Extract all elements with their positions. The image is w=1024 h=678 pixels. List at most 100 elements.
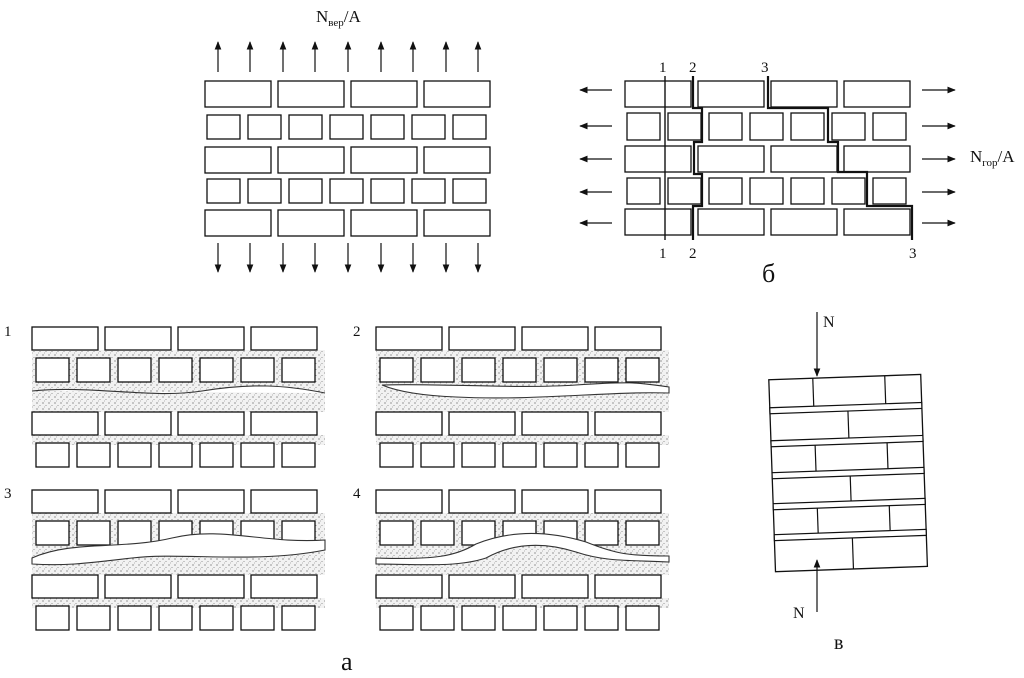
brick: [448, 489, 516, 514]
brick: [31, 489, 99, 514]
brick: [452, 114, 487, 140]
brick: [770, 208, 838, 236]
brick: [420, 520, 455, 546]
brick: [240, 442, 275, 468]
brick: [521, 326, 589, 351]
brick: [594, 326, 662, 351]
brick: [204, 209, 272, 237]
brick: [502, 357, 537, 383]
failure-crack: [31, 533, 326, 566]
brick: [584, 520, 619, 546]
brick: [770, 80, 838, 108]
mortar-joint: [32, 435, 325, 445]
brick: [461, 357, 496, 383]
load-label-top: N: [823, 314, 835, 331]
bed-joint: [771, 466, 925, 480]
brick: [624, 80, 692, 108]
brick: [423, 80, 491, 108]
brick: [177, 411, 245, 436]
brick: [76, 442, 111, 468]
crack-marker-1-top: 1: [659, 60, 667, 76]
brick: [461, 442, 496, 468]
brick: [872, 112, 907, 141]
brick: [104, 326, 172, 351]
brick: [177, 574, 245, 599]
brick: [206, 178, 241, 204]
brick: [329, 114, 364, 140]
bed-joint: [772, 497, 926, 511]
horizontal-force-label: Nгор/A: [970, 147, 1015, 169]
brick: [250, 326, 318, 351]
crack-marker-3-bottom: 3: [909, 246, 917, 262]
failure-crack: [31, 385, 326, 395]
wall-body: [768, 373, 929, 573]
brick: [625, 357, 660, 383]
head-joint: [884, 375, 887, 404]
crack-marker-3-top: 3: [761, 60, 769, 76]
head-joint: [849, 475, 852, 502]
brick: [117, 357, 152, 383]
head-joint: [851, 537, 855, 569]
brick: [375, 489, 443, 514]
brick: [250, 411, 318, 436]
brick: [708, 177, 743, 205]
mortar-failure-panels: [31, 326, 670, 631]
brick: [584, 357, 619, 383]
brick: [247, 178, 282, 204]
brick: [790, 177, 825, 205]
section-label-a: а: [341, 647, 353, 676]
brick: [521, 489, 589, 514]
brick: [594, 489, 662, 514]
head-joint: [888, 505, 891, 531]
brick: [350, 80, 418, 108]
brick: [240, 357, 275, 383]
crack-marker-2-bottom: 2: [689, 246, 697, 262]
brick: [199, 357, 234, 383]
brick: [423, 146, 491, 174]
brick: [329, 178, 364, 204]
bed-joint: [773, 528, 927, 542]
brick: [448, 326, 516, 351]
brick: [625, 520, 660, 546]
brick: [281, 605, 316, 631]
brick: [420, 605, 455, 631]
brick: [708, 112, 743, 141]
brick: [350, 146, 418, 174]
brick: [411, 114, 446, 140]
bed-joint: [769, 401, 923, 415]
brick: [199, 442, 234, 468]
brick: [158, 357, 193, 383]
brick: [749, 112, 784, 141]
variant-label-2: 2: [353, 324, 361, 340]
brick: [375, 574, 443, 599]
compressed-wall-panel: [768, 312, 929, 612]
brick: [770, 145, 838, 173]
vertical-tension-panel: [204, 41, 491, 273]
brick: [584, 442, 619, 468]
brick: [247, 114, 282, 140]
brick: [626, 177, 661, 205]
brick: [521, 411, 589, 436]
brick: [117, 605, 152, 631]
brick: [117, 520, 152, 546]
brick: [379, 442, 414, 468]
brick: [411, 178, 446, 204]
brick: [288, 178, 323, 204]
brick: [461, 605, 496, 631]
head-joint: [886, 442, 889, 469]
brick: [281, 442, 316, 468]
bed-joint: [770, 434, 924, 448]
brick: [31, 411, 99, 436]
brick: [31, 574, 99, 599]
brick: [281, 357, 316, 383]
brick: [370, 114, 405, 140]
brick: [204, 146, 272, 174]
brick: [104, 411, 172, 436]
brick: [843, 145, 911, 173]
brick: [104, 489, 172, 514]
brick: [177, 489, 245, 514]
brick: [277, 209, 345, 237]
brick: [375, 411, 443, 436]
vertical-force-label: Nвер/A: [316, 7, 362, 29]
